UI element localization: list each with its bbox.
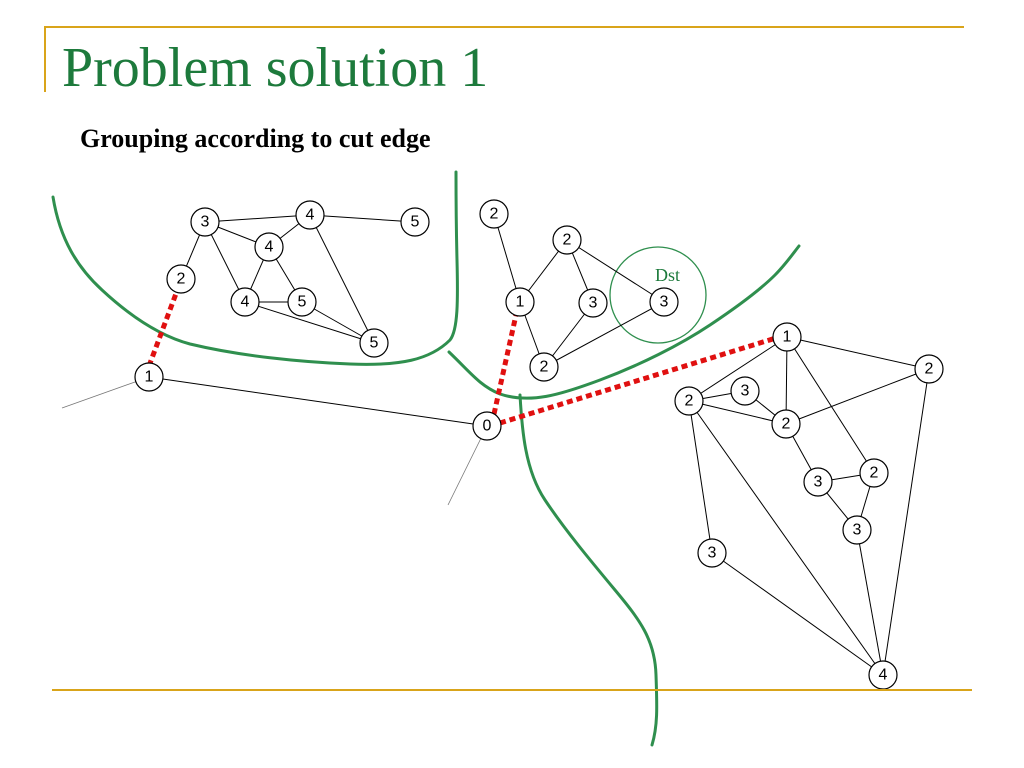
svg-text:2: 2 <box>563 232 572 249</box>
svg-text:2: 2 <box>870 465 879 482</box>
graph-node: 3 <box>649 287 679 317</box>
graph-node: 4 <box>295 200 325 230</box>
graph-node: 2 <box>859 458 889 488</box>
graph-node: 3 <box>842 515 872 545</box>
graph-node: 2 <box>914 354 944 384</box>
cut-edge-right <box>499 335 777 426</box>
graph-node: 2 <box>552 225 582 255</box>
graph-node: 2 <box>674 386 704 416</box>
cut-edges <box>146 290 777 426</box>
svg-text:3: 3 <box>589 295 598 312</box>
graph-node: 3 <box>190 207 220 237</box>
svg-text:4: 4 <box>306 207 315 224</box>
graph-node: 3 <box>578 288 608 318</box>
graph-node: 2 <box>479 199 509 229</box>
slide-title: Problem solution 1 <box>62 37 489 99</box>
svg-text:2: 2 <box>177 271 186 288</box>
dst-region-circle <box>609 246 707 344</box>
svg-text:3: 3 <box>853 522 862 539</box>
graph-node: 1 <box>505 287 535 317</box>
svg-text:2: 2 <box>925 361 934 378</box>
svg-text:2: 2 <box>540 359 549 376</box>
svg-text:3: 3 <box>741 383 750 400</box>
graph-node: 0 <box>472 411 502 441</box>
graph-node: 1 <box>772 322 802 352</box>
slide-subtitle: Grouping according to cut edge <box>80 124 431 153</box>
svg-text:2: 2 <box>490 206 499 223</box>
graph-node: 4 <box>254 232 284 262</box>
graph-node: 5 <box>400 207 430 237</box>
svg-text:3: 3 <box>708 545 717 562</box>
graph-node: 3 <box>730 376 760 406</box>
svg-text:2: 2 <box>685 393 694 410</box>
footer-accent-line <box>52 689 972 691</box>
dst-label: Dst <box>655 265 680 285</box>
graph-node: 1 <box>134 362 164 392</box>
cut-edge-middle <box>491 314 519 415</box>
graph-node: 2 <box>529 352 559 382</box>
svg-text:2: 2 <box>782 416 791 433</box>
graph-node: 4 <box>230 287 260 317</box>
graph-node: 3 <box>697 538 727 568</box>
title-accent-bar <box>44 26 46 92</box>
partition-boundaries <box>51 170 801 747</box>
boundary-right-diagonal <box>447 244 801 400</box>
svg-text:3: 3 <box>201 214 210 231</box>
graph-node: 2 <box>771 409 801 439</box>
svg-text:5: 5 <box>411 214 420 231</box>
title-accent-line <box>44 26 964 28</box>
graph-node: 3 <box>803 467 833 497</box>
svg-text:0: 0 <box>483 418 492 435</box>
svg-text:4: 4 <box>879 667 888 684</box>
svg-text:3: 3 <box>814 474 823 491</box>
graph-node: 5 <box>359 328 389 358</box>
graph-node: 5 <box>287 287 317 317</box>
cut-edge-left <box>146 290 180 367</box>
svg-text:4: 4 <box>241 294 250 311</box>
svg-text:4: 4 <box>265 239 274 256</box>
svg-text:1: 1 <box>516 294 525 311</box>
boundary-left-cluster <box>51 170 459 366</box>
svg-text:5: 5 <box>370 335 379 352</box>
svg-text:1: 1 <box>783 329 792 346</box>
graph-nodes: 0 1 2 3 4 5 4 4 5 5 2 2 1 3 3 2 1 2 2 3 … <box>134 199 944 690</box>
svg-text:3: 3 <box>660 294 669 311</box>
svg-text:1: 1 <box>145 369 154 386</box>
graph-node: 2 <box>166 264 196 294</box>
boundary-bottom-vertical <box>518 393 659 747</box>
graph-node: 4 <box>868 660 898 690</box>
svg-text:5: 5 <box>298 294 307 311</box>
